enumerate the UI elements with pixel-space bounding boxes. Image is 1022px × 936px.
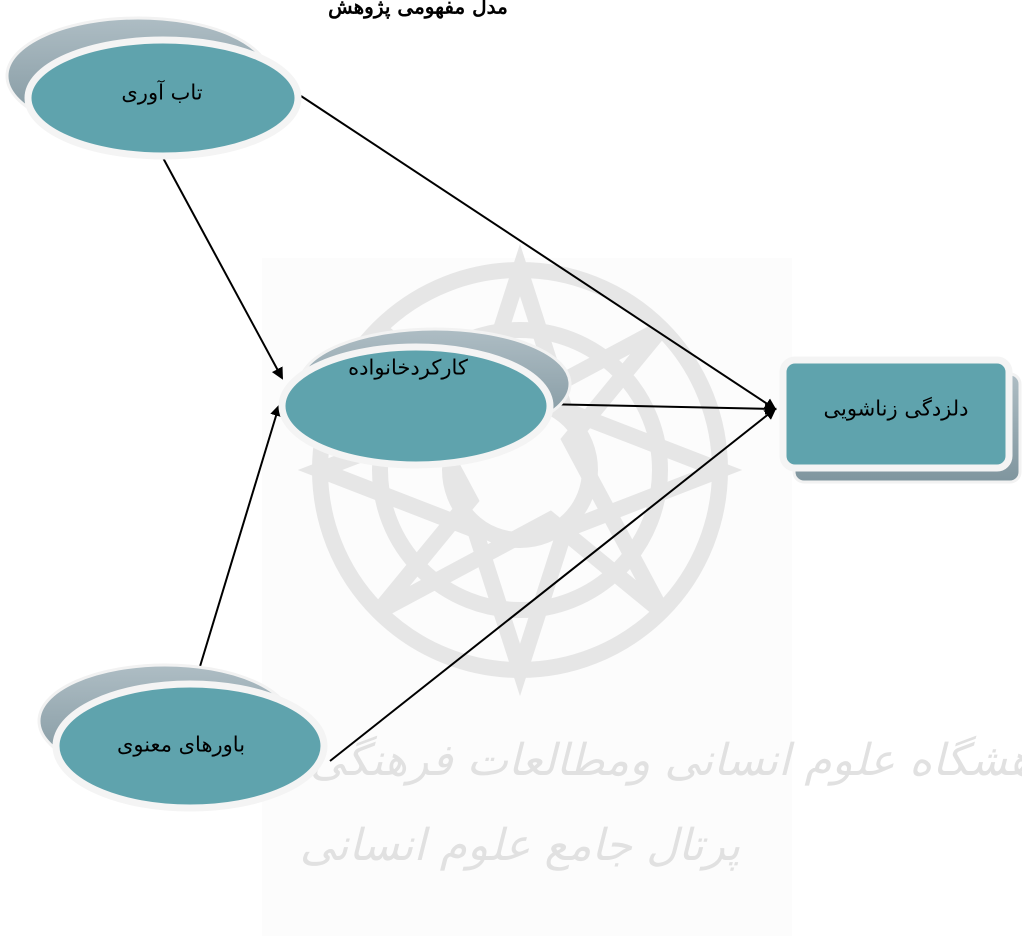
watermark-line2: پرتال جامع علوم انسانی — [300, 820, 741, 871]
node-spiritual-beliefs: باورهای معنوی — [37, 663, 328, 812]
node-ellipse — [24, 36, 302, 160]
arrows — [161, 95, 777, 762]
arrow-resilience-to-family-function — [161, 155, 283, 380]
node-family-function: کارکردخانواده — [278, 327, 572, 469]
node-label-family-function: کارکردخانواده — [348, 356, 468, 381]
diagram-title: مدل مفهومی پژوهش — [328, 0, 508, 20]
arrow-family-function-to-burnout — [539, 402, 777, 415]
node-label-resilience: تاب آوری — [121, 79, 202, 106]
node-label-spiritual-beliefs: باورهای معنوی — [117, 733, 245, 758]
arrow-spiritual-to-family-function — [197, 404, 282, 674]
arrow-spiritual-to-burnout — [329, 407, 777, 762]
node-resilience: تاب آوری — [5, 16, 302, 160]
arrow-resilience-to-burnout — [300, 95, 777, 411]
node-label-marital-burnout: دلزدگی زناشویی — [823, 397, 968, 422]
node-rect — [779, 356, 1013, 472]
watermark-line1: پژوهشگاه علوم انسانی ومطالعات فرهنگی — [310, 735, 1022, 786]
node-marital-burnout: دلزدگی زناشویی — [779, 356, 1022, 484]
node-ellipse — [52, 680, 328, 812]
node-ellipse — [278, 343, 554, 469]
